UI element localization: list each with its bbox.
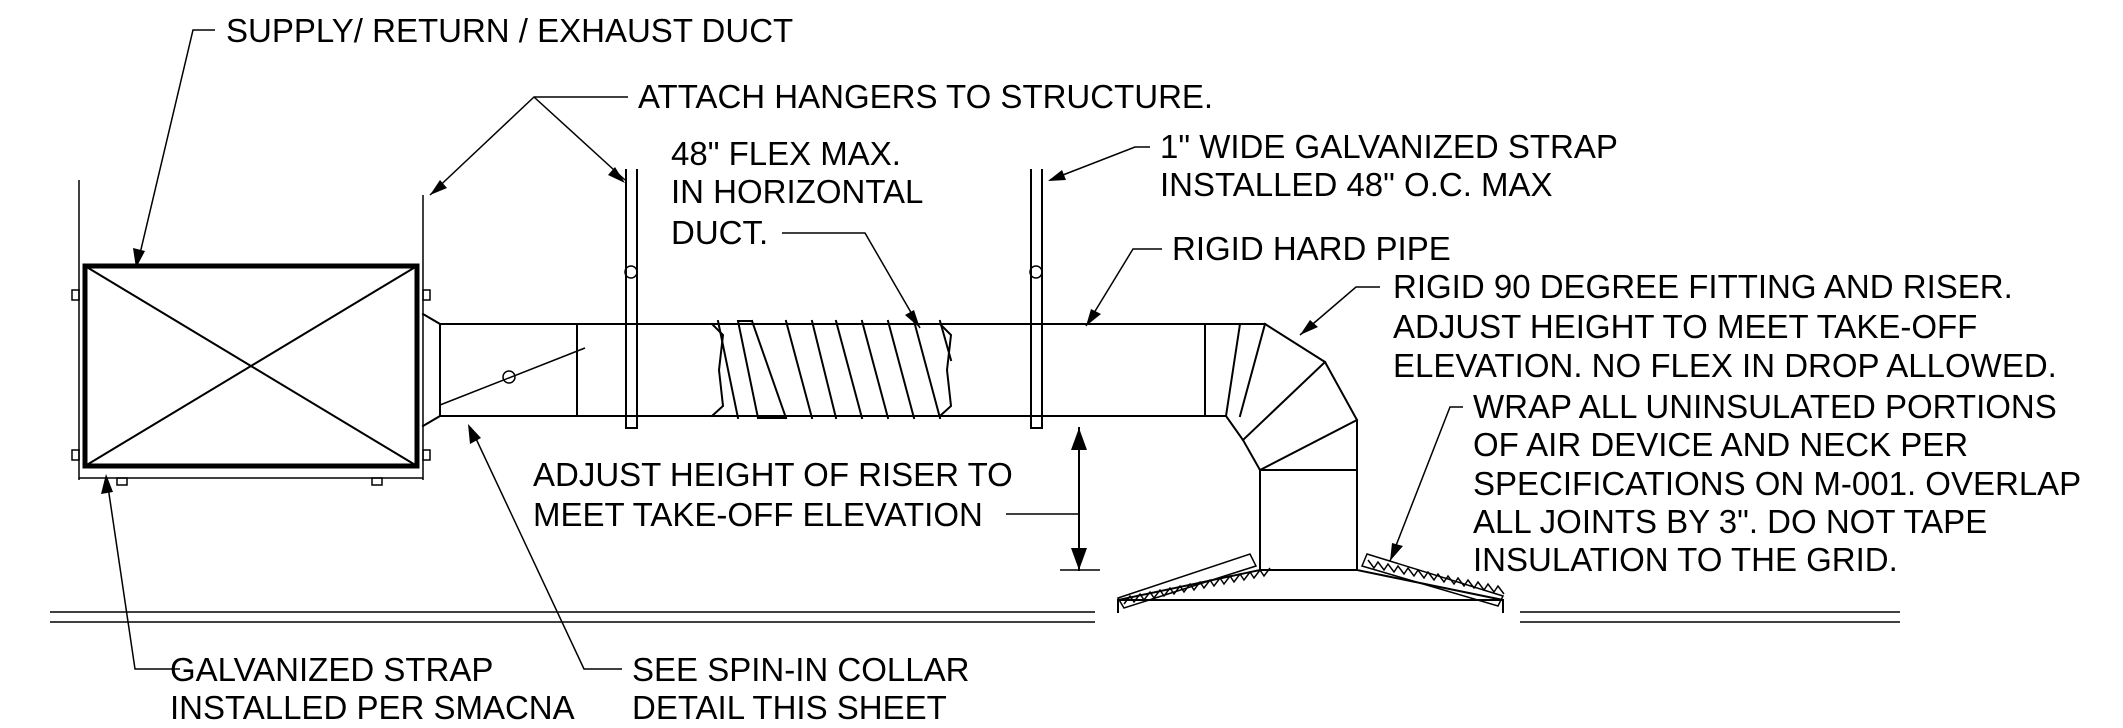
- rigid-pipe: [949, 323, 1266, 417]
- annotations: SUPPLY/ RETURN / EXHAUST DUCT ATTACH HAN…: [170, 12, 2081, 726]
- hanger-1: [624, 169, 638, 429]
- label-flex-max-1: 48" FLEX MAX.: [671, 135, 901, 172]
- leader-lines: [101, 29, 1463, 670]
- label-wrap-2: OF AIR DEVICE AND NECK PER: [1473, 426, 1968, 463]
- spin-in-collar: [421, 312, 951, 428]
- air-device: [1116, 553, 1505, 613]
- label-fitting-2: ADJUST HEIGHT TO MEET TAKE-OFF: [1393, 308, 1977, 345]
- label-collar-2: DETAIL THIS SHEET: [632, 689, 947, 726]
- riser-dimension: [1006, 427, 1100, 571]
- hanger-2: [1029, 169, 1043, 429]
- label-riser-2: MEET TAKE-OFF ELEVATION: [533, 496, 983, 533]
- label-wrap-4: ALL JOINTS BY 3". DO NOT TAPE: [1473, 503, 1987, 540]
- label-supply-duct: SUPPLY/ RETURN / EXHAUST DUCT: [226, 12, 793, 49]
- label-wrap-1: WRAP ALL UNINSULATED PORTIONS: [1473, 388, 2057, 425]
- label-riser-1: ADJUST HEIGHT OF RISER TO: [533, 456, 1013, 493]
- elbow-fitting: [1224, 322, 1359, 571]
- label-strap-2: INSTALLED 48" O.C. MAX: [1160, 166, 1553, 203]
- main-duct: [71, 180, 431, 486]
- ceiling-grid: [50, 611, 1900, 623]
- label-galv-1: GALVANIZED STRAP: [170, 651, 493, 688]
- label-rigid-pipe: RIGID HARD PIPE: [1172, 230, 1451, 267]
- label-galv-2: INSTALLED PER SMACNA: [170, 689, 575, 726]
- label-flex-max-3: DUCT.: [671, 214, 768, 251]
- label-strap-1: 1" WIDE GALVANIZED STRAP: [1160, 128, 1618, 165]
- label-attach-hangers: ATTACH HANGERS TO STRUCTURE.: [638, 78, 1213, 115]
- label-wrap-3: SPECIFICATIONS ON M-001. OVERLAP: [1473, 465, 2081, 502]
- label-fitting-3: ELEVATION. NO FLEX IN DROP ALLOWED.: [1393, 347, 2057, 384]
- label-wrap-5: INSULATION TO THE GRID.: [1473, 541, 1898, 578]
- label-flex-max-2: IN HORIZONTAL: [671, 173, 923, 210]
- label-collar-1: SEE SPIN-IN COLLAR: [632, 651, 969, 688]
- label-fitting-1: RIGID 90 DEGREE FITTING AND RISER.: [1393, 268, 2013, 305]
- flex-duct: [710, 319, 953, 420]
